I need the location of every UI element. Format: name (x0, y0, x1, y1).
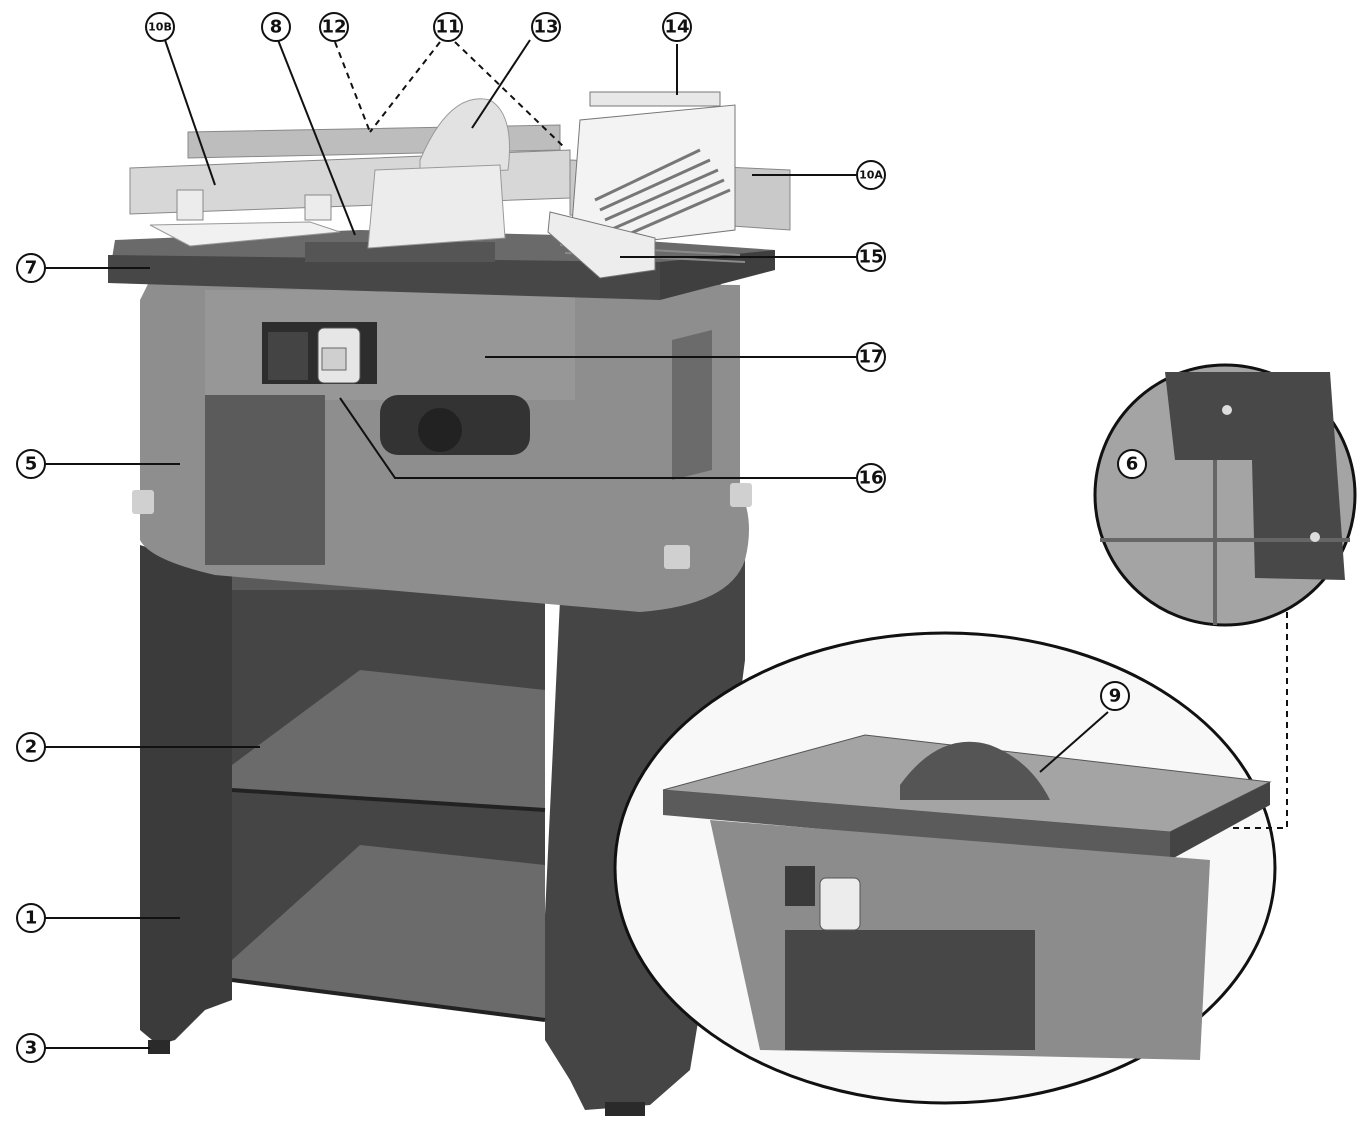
callout-11-label: 11 (435, 17, 460, 38)
callout-3-label: 3 (25, 1038, 38, 1059)
router-guard (367, 98, 511, 249)
callout-5-label: 5 (25, 454, 38, 475)
callout-7-label: 7 (25, 258, 38, 279)
tabletop-side-edge (660, 250, 775, 300)
socket (268, 332, 308, 380)
callout-10a: 10A (856, 160, 886, 190)
callout-10a-label: 10A (859, 169, 883, 182)
callout-13-label: 13 (533, 17, 558, 38)
detail-tabletop-front (663, 790, 1170, 860)
detail-pin-top (1222, 405, 1232, 415)
knob-right (730, 483, 752, 507)
callout-8: 8 (261, 12, 291, 42)
callout-17: 17 (856, 342, 886, 372)
router-motor-vent (418, 408, 462, 452)
callout-17-label: 17 (858, 347, 883, 368)
callout-12: 12 (319, 12, 349, 42)
middle-shelf (232, 670, 545, 810)
detail-circle-6 (1093, 363, 1357, 627)
cabinet-front-panel (205, 290, 575, 400)
detail-tabletop-side (1170, 782, 1270, 860)
callout-6-label: 6 (1126, 454, 1139, 475)
callout-2-label: 2 (25, 737, 38, 758)
knob-front (664, 545, 690, 569)
detail-opening (785, 930, 1035, 1050)
callout-9: 9 (1100, 681, 1130, 711)
detail-socket (785, 866, 815, 906)
leader-11b (454, 41, 566, 149)
leader-10b (164, 39, 216, 186)
detail-switch (819, 877, 861, 931)
callout-3: 3 (16, 1033, 46, 1063)
leader-11a (369, 41, 441, 133)
leader-9 (1039, 711, 1109, 773)
detail-panel (1165, 372, 1345, 580)
feather-board-handle (589, 91, 721, 107)
callout-7: 7 (16, 253, 46, 283)
side-vents (672, 330, 712, 480)
knob-left (132, 490, 154, 514)
callout-5: 5 (16, 449, 46, 479)
callout-1: 1 (16, 903, 46, 933)
feather-board-fingers (594, 148, 731, 242)
feather-board (569, 91, 736, 251)
detail-pin-bottom (1310, 532, 1320, 542)
lower-shelf (232, 845, 545, 1020)
cabinet-opening (205, 395, 325, 565)
detail-connector (1230, 612, 1288, 829)
fence-clamp-mid (304, 194, 332, 221)
detail-ellipse-9 (613, 631, 1277, 1105)
callout-11: 11 (433, 12, 463, 42)
callout-14-label: 14 (664, 17, 689, 38)
callout-16: 16 (856, 463, 886, 493)
lower-shelf-front-edge (231, 978, 546, 1022)
rubber-foot-right (605, 1102, 645, 1116)
callout-1-label: 1 (25, 908, 38, 929)
insert-plate (305, 242, 495, 262)
feather-board-frame (569, 104, 736, 251)
feather-board-left (149, 221, 341, 247)
callout-15: 15 (856, 242, 886, 272)
callout-10b-label: 10B (148, 21, 172, 34)
leader-8 (277, 39, 356, 236)
leader-16 (339, 397, 856, 479)
callout-2: 2 (16, 732, 46, 762)
detail-joint-lines (1100, 460, 1350, 625)
tabletop-edge (108, 255, 660, 300)
callout-13: 13 (531, 12, 561, 42)
callout-6: 6 (1117, 449, 1147, 479)
leader-lines (45, 39, 1109, 1049)
callout-15-label: 15 (858, 247, 883, 268)
guard-box (367, 164, 506, 249)
callouts: 1 2 3 5 7 10B 8 12 (16, 12, 1147, 1063)
left-leg-panel (140, 545, 232, 1045)
callout-12-label: 12 (321, 17, 346, 38)
shelf-front-edge (231, 788, 546, 812)
leader-13 (471, 39, 531, 129)
callout-10b: 10B (145, 12, 175, 42)
rubber-foot (148, 1040, 170, 1054)
switch-key (321, 347, 347, 371)
callout-8-label: 8 (270, 17, 283, 38)
detail-blade-guard (900, 741, 1050, 800)
cabinet (132, 280, 752, 612)
callout-16-label: 16 (858, 468, 883, 489)
callout-14: 14 (662, 12, 692, 42)
leader-12 (334, 41, 371, 133)
guard-dome (419, 98, 511, 176)
fence-clamp-left (176, 189, 204, 221)
push-stick (547, 211, 656, 279)
router-table-main-illustration (108, 91, 791, 1116)
callout-9-label: 9 (1109, 686, 1122, 707)
